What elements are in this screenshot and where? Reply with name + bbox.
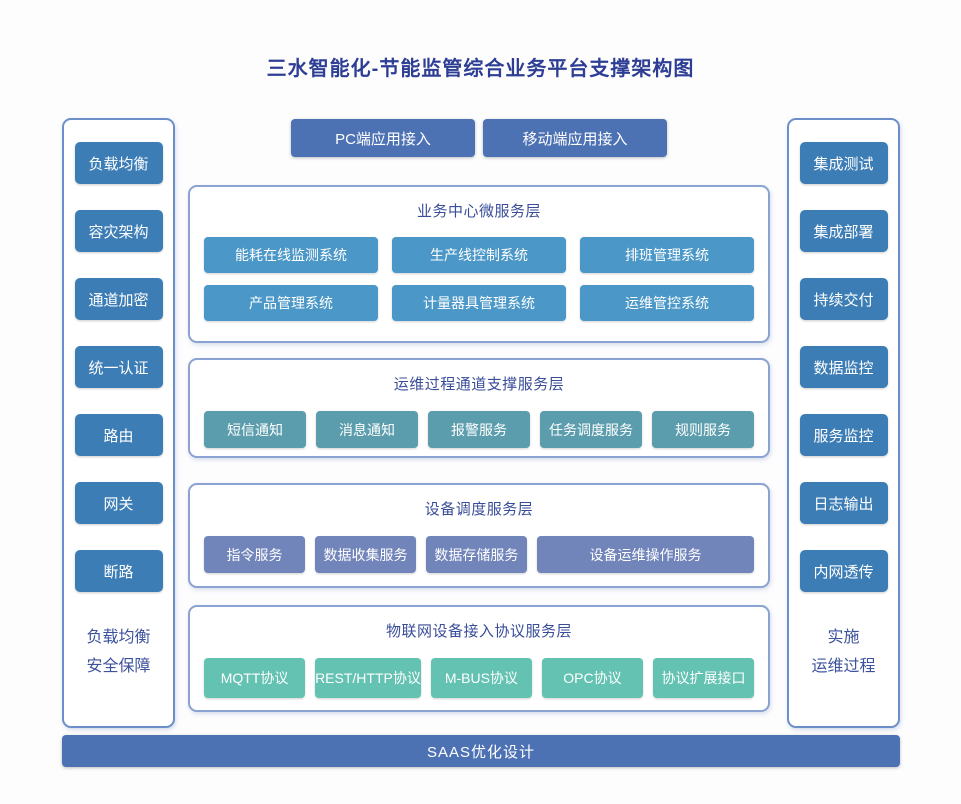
layer-node: 产品管理系统 [204, 285, 378, 321]
layer-node: 数据存储服务 [425, 536, 527, 573]
layer-items: 短信通知消息通知报警服务任务调度服务规则服务 [190, 411, 768, 448]
layer-title: 设备调度服务层 [424, 501, 534, 518]
layer-node: M-BUS协议 [430, 658, 532, 698]
left-panel-box: 容灾架构 [74, 210, 163, 252]
right-panel-box: 集成部署 [799, 210, 888, 252]
layer-2: 运维过程通道支撑服务层短信通知消息通知报警服务任务调度服务规则服务 [188, 358, 770, 458]
layer-node: 指令服务 [204, 536, 305, 573]
layer-node: 任务调度服务 [540, 411, 642, 448]
layer-title: 业务中心微服务层 [416, 203, 541, 220]
layer-title: 运维过程通道支撑服务层 [393, 376, 565, 393]
layer-items: 能耗在线监测系统生产线控制系统排班管理系统产品管理系统计量器具管理系统运维管控系… [190, 237, 768, 321]
layer-3: 设备调度服务层指令服务数据收集服务数据存储服务设备运维操作服务 [188, 483, 770, 588]
left-panel-caption-line1: 负载均衡 [86, 629, 151, 646]
layer-node: 排班管理系统 [580, 237, 754, 273]
access-buttons: PC端应用接入移动端应用接入 [188, 119, 770, 157]
left-panel-box: 通道加密 [74, 278, 163, 320]
access-button: 移动端应用接入 [483, 119, 667, 157]
layer-node: 协议扩展接口 [652, 658, 755, 698]
layer-node: OPC协议 [541, 658, 643, 698]
right-panel-box: 内网透传 [799, 550, 888, 592]
left-panel: 负载均衡容灾架构通道加密统一认证路由网关断路 负载均衡 安全保障 [62, 118, 175, 728]
right-panel-box: 集成测试 [799, 142, 888, 184]
access-button: PC端应用接入 [291, 119, 475, 157]
left-panel-box: 网关 [74, 482, 163, 524]
left-panel-items: 负载均衡容灾架构通道加密统一认证路由网关断路 [64, 120, 173, 592]
right-panel-box: 服务监控 [799, 414, 888, 456]
left-panel-box: 路由 [74, 414, 163, 456]
layer-node: 运维管控系统 [580, 285, 754, 321]
layer-node: 能耗在线监测系统 [204, 237, 378, 273]
right-panel-box: 数据监控 [799, 346, 888, 388]
layer-node: REST/HTTP协议 [315, 658, 421, 698]
layer-node: 数据收集服务 [314, 536, 416, 573]
right-panel: 集成测试集成部署持续交付数据监控服务监控日志输出内网透传 实施 运维过程 [787, 118, 900, 728]
left-panel-caption: 负载均衡 安全保障 [64, 623, 173, 681]
layer-items: 指令服务数据收集服务数据存储服务设备运维操作服务 [190, 536, 768, 573]
layer-node: 短信通知 [204, 411, 306, 448]
layer-node: 生产线控制系统 [392, 237, 566, 273]
layer-node: 设备运维操作服务 [536, 536, 754, 573]
layer-node: 消息通知 [316, 411, 418, 448]
right-panel-caption: 实施 运维过程 [789, 623, 898, 681]
right-panel-items: 集成测试集成部署持续交付数据监控服务监控日志输出内网透传 [789, 120, 898, 592]
layer-node: 计量器具管理系统 [392, 285, 566, 321]
right-panel-caption-line1: 实施 [827, 629, 860, 646]
layer-title: 物联网设备接入协议服务层 [385, 623, 572, 640]
layer-1: 业务中心微服务层能耗在线监测系统生产线控制系统排班管理系统产品管理系统计量器具管… [188, 185, 770, 343]
left-panel-box: 负载均衡 [74, 142, 163, 184]
right-panel-caption-line2: 运维过程 [811, 658, 876, 675]
saas-bar: SAAS优化设计 [62, 735, 900, 767]
right-panel-box: 持续交付 [799, 278, 888, 320]
layer-node: 规则服务 [652, 411, 754, 448]
left-panel-caption-line2: 安全保障 [86, 658, 151, 675]
layer-node: 报警服务 [428, 411, 530, 448]
layer-node: MQTT协议 [204, 658, 306, 698]
left-panel-box: 断路 [74, 550, 163, 592]
left-panel-box: 统一认证 [74, 346, 163, 388]
page-title: 三水智能化-节能监管综合业务平台支撑架构图 [266, 58, 695, 80]
right-panel-box: 日志输出 [799, 482, 888, 524]
